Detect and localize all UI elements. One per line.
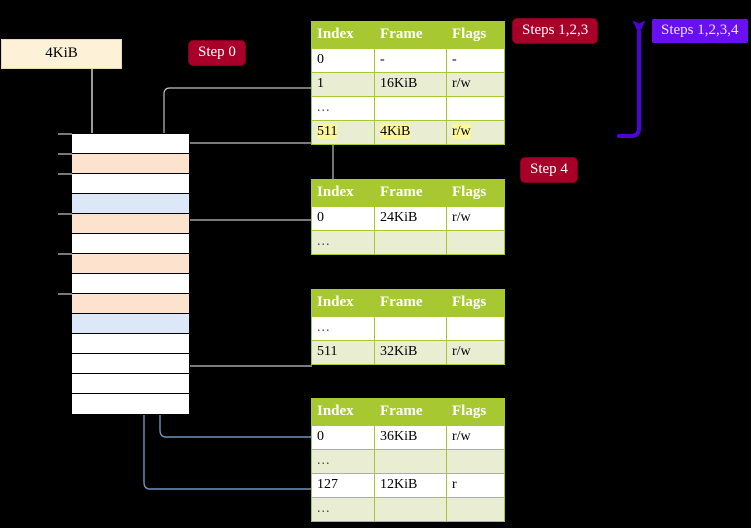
table-header-row: Index Frame Flags xyxy=(311,179,505,207)
col-index: Index xyxy=(311,289,375,317)
physical-memory-column xyxy=(71,133,190,415)
cell-frame xyxy=(374,230,447,255)
steps-123-badge: Steps 1,2,3 xyxy=(513,19,598,43)
memory-frame-row xyxy=(72,174,189,194)
cell-index: ... xyxy=(311,96,375,121)
memory-frame-row xyxy=(72,354,189,374)
memory-tick-mark xyxy=(58,133,72,135)
col-flags: Flags xyxy=(446,289,505,317)
memory-frame-row xyxy=(72,314,189,334)
memory-frame-row xyxy=(72,334,189,354)
table-row: ... xyxy=(311,230,505,255)
col-index: Index xyxy=(311,398,375,426)
cell-flags: - xyxy=(446,48,505,73)
cell-index: ... xyxy=(311,497,375,522)
cell-frame: 36KiB xyxy=(374,425,447,450)
memory-frame-row xyxy=(72,134,189,154)
cell-index: 511 xyxy=(311,340,375,365)
col-flags: Flags xyxy=(446,398,505,426)
step4-badge: Step 4 xyxy=(521,158,577,182)
memory-size-label: 4KiB xyxy=(1,39,122,69)
cell-flags: r/w xyxy=(446,425,505,450)
cell-frame: 16KiB xyxy=(374,72,447,97)
cell-flags xyxy=(446,96,505,121)
cell-index: 511 xyxy=(311,120,375,145)
cell-index: ... xyxy=(311,449,375,474)
memory-frame-row xyxy=(72,274,189,294)
col-frame: Frame xyxy=(374,21,447,49)
cell-flags: r/w xyxy=(446,340,505,365)
cell-flags xyxy=(446,316,505,341)
col-frame: Frame xyxy=(374,179,447,207)
cell-index: 0 xyxy=(311,48,375,73)
cell-frame: 32KiB xyxy=(374,340,447,365)
memory-tick-mark xyxy=(58,173,72,175)
memory-frame-row xyxy=(72,374,189,394)
cell-frame: 12KiB xyxy=(374,473,447,498)
cell-flags: r/w xyxy=(446,120,505,145)
cell-frame xyxy=(374,316,447,341)
cell-index: 127 xyxy=(311,473,375,498)
memory-frame-row xyxy=(72,154,189,174)
cell-flags xyxy=(446,230,505,255)
cell-frame: - xyxy=(374,48,447,73)
memory-tick-mark xyxy=(58,253,72,255)
col-flags: Flags xyxy=(446,179,505,207)
memory-frame-row xyxy=(72,394,189,414)
col-flags: Flags xyxy=(446,21,505,49)
cell-index: 0 xyxy=(311,206,375,231)
cell-index: 1 xyxy=(311,72,375,97)
memory-frame-row xyxy=(72,214,189,234)
cell-index: 0 xyxy=(311,425,375,450)
col-index: Index xyxy=(311,179,375,207)
cell-index: ... xyxy=(311,316,375,341)
memory-tick-mark xyxy=(58,213,72,215)
cell-frame: 24KiB xyxy=(374,206,447,231)
cell-flags xyxy=(446,497,505,522)
table-row: ... xyxy=(311,497,505,522)
cell-frame: 4KiB xyxy=(374,120,447,145)
memory-frame-row xyxy=(72,294,189,314)
cell-frame xyxy=(374,96,447,121)
memory-frame-row xyxy=(72,254,189,274)
cell-frame xyxy=(374,497,447,522)
step0-badge: Step 0 xyxy=(189,41,245,65)
cell-frame xyxy=(374,449,447,474)
cell-flags xyxy=(446,449,505,474)
table-header-row: Index Frame Flags xyxy=(311,21,505,49)
cell-index: ... xyxy=(311,230,375,255)
col-frame: Frame xyxy=(374,398,447,426)
cell-flags: r/w xyxy=(446,206,505,231)
table-row: ... xyxy=(311,449,505,474)
col-frame: Frame xyxy=(374,289,447,317)
table-header-row: Index Frame Flags xyxy=(311,289,505,317)
memory-frame-row xyxy=(72,234,189,254)
steps-1234-badge: Steps 1,2,3,4 xyxy=(652,19,748,43)
cell-flags: r/w xyxy=(446,72,505,97)
memory-tick-mark xyxy=(58,153,72,155)
table-header-row: Index Frame Flags xyxy=(311,398,505,426)
table-row: 0-- xyxy=(311,48,505,73)
table-row: ... xyxy=(311,316,505,341)
table-row: ... xyxy=(311,96,505,121)
memory-frame-row xyxy=(72,194,189,214)
col-index: Index xyxy=(311,21,375,49)
cell-flags: r xyxy=(446,473,505,498)
memory-tick-mark xyxy=(58,293,72,295)
